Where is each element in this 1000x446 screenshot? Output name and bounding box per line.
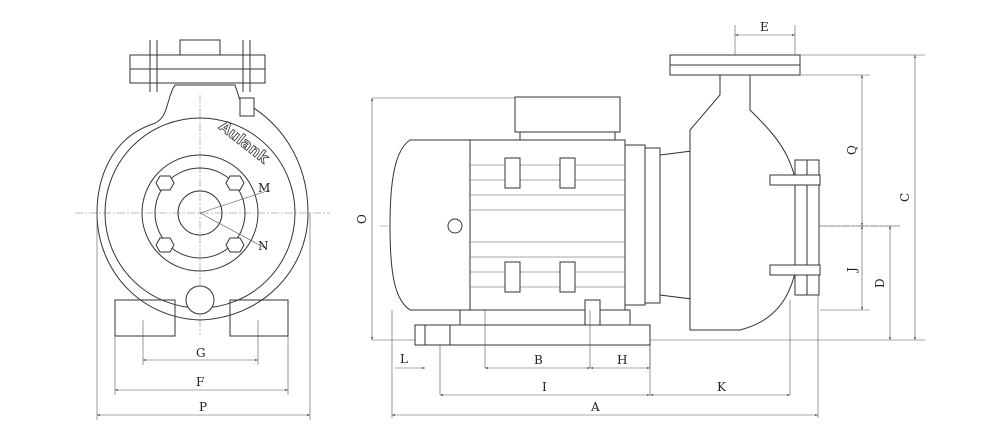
dim-label-p: P xyxy=(199,400,207,414)
motor-body xyxy=(469,139,626,311)
dim-label-m: M xyxy=(258,181,270,195)
front-view: Aulank M N G F P xyxy=(75,39,330,420)
dim-label-j: J xyxy=(845,267,859,274)
dim-label-c: C xyxy=(898,193,912,202)
dim-label-q: Q xyxy=(845,145,859,155)
dim-label-d: D xyxy=(873,278,887,288)
side-view: O L B H I K A E Q C J D xyxy=(355,20,925,418)
discharge-flange-side xyxy=(669,54,801,66)
motor-fins xyxy=(470,164,625,288)
suction-port xyxy=(177,190,223,236)
pump-casing xyxy=(96,84,309,321)
left-foot xyxy=(114,299,176,337)
right-foot xyxy=(229,299,289,337)
vent-plug xyxy=(239,97,255,117)
flange-bolts xyxy=(155,175,245,253)
dim-label-h: H xyxy=(617,353,627,367)
dim-label-o: O xyxy=(355,214,369,224)
dim-label-k: K xyxy=(717,380,727,394)
dim-label-i: I xyxy=(542,380,547,394)
suction-flange xyxy=(141,154,259,272)
lifting-bolt xyxy=(447,218,463,234)
bracket-flange xyxy=(644,147,661,304)
dim-label-n: N xyxy=(258,239,269,253)
drain-plug xyxy=(185,285,215,315)
dim-label-f: F xyxy=(196,375,204,389)
dim-label-a: A xyxy=(590,400,600,414)
terminal-box xyxy=(514,96,621,133)
pump-volute xyxy=(689,74,801,331)
dim-label-b: B xyxy=(534,353,543,367)
dim-label-l: L xyxy=(400,352,408,366)
dim-label-g: G xyxy=(196,346,206,360)
dim-label-e: E xyxy=(760,20,769,34)
fan-cover xyxy=(389,139,471,311)
